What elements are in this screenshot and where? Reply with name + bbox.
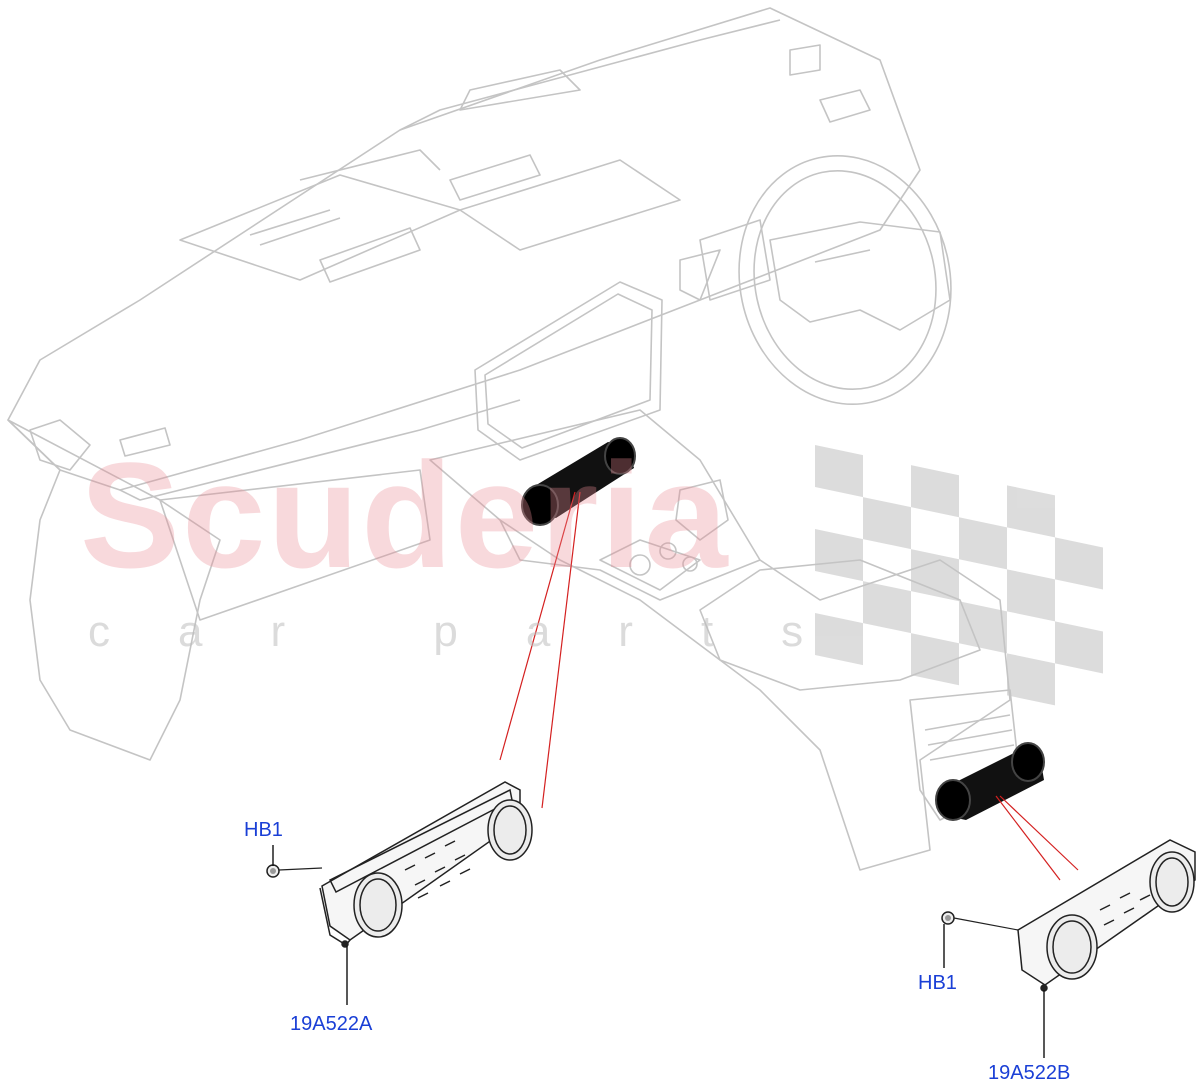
label-rear-module: 19A522B xyxy=(988,1062,1071,1084)
callout-lines xyxy=(272,845,1045,1058)
checker-square xyxy=(815,445,863,498)
checker-square xyxy=(959,601,1007,654)
checkered-flag-watermark xyxy=(815,445,1103,706)
checker-square xyxy=(815,529,863,582)
checker-square xyxy=(863,581,911,634)
watermark-brand: Scuderia xyxy=(80,431,730,599)
watermark-tagline: car parts xyxy=(88,607,872,656)
leader-lines xyxy=(499,491,1079,881)
front-climate-bezel xyxy=(521,437,636,526)
rear-fastener-hb1 xyxy=(941,911,1019,931)
rear-climate-module xyxy=(1017,839,1196,992)
checker-square xyxy=(911,465,959,518)
checker-square xyxy=(1007,569,1055,622)
checker-square xyxy=(911,633,959,686)
checker-square xyxy=(1055,537,1103,590)
front-fastener-hb1 xyxy=(266,864,323,878)
dashboard-outline xyxy=(7,7,1021,871)
label-front-module: 19A522A xyxy=(290,1013,373,1035)
rear-climate-bezel xyxy=(935,742,1045,821)
checker-square xyxy=(911,549,959,602)
checker-square xyxy=(1007,653,1055,706)
checker-square xyxy=(1007,485,1055,538)
label-rear-fastener: HB1 xyxy=(918,972,957,994)
checker-square xyxy=(863,497,911,550)
checker-square xyxy=(815,613,863,666)
checker-square xyxy=(1055,621,1103,674)
front-climate-module xyxy=(319,781,533,948)
checker-square xyxy=(959,517,1007,570)
label-front-fastener: HB1 xyxy=(244,819,283,841)
